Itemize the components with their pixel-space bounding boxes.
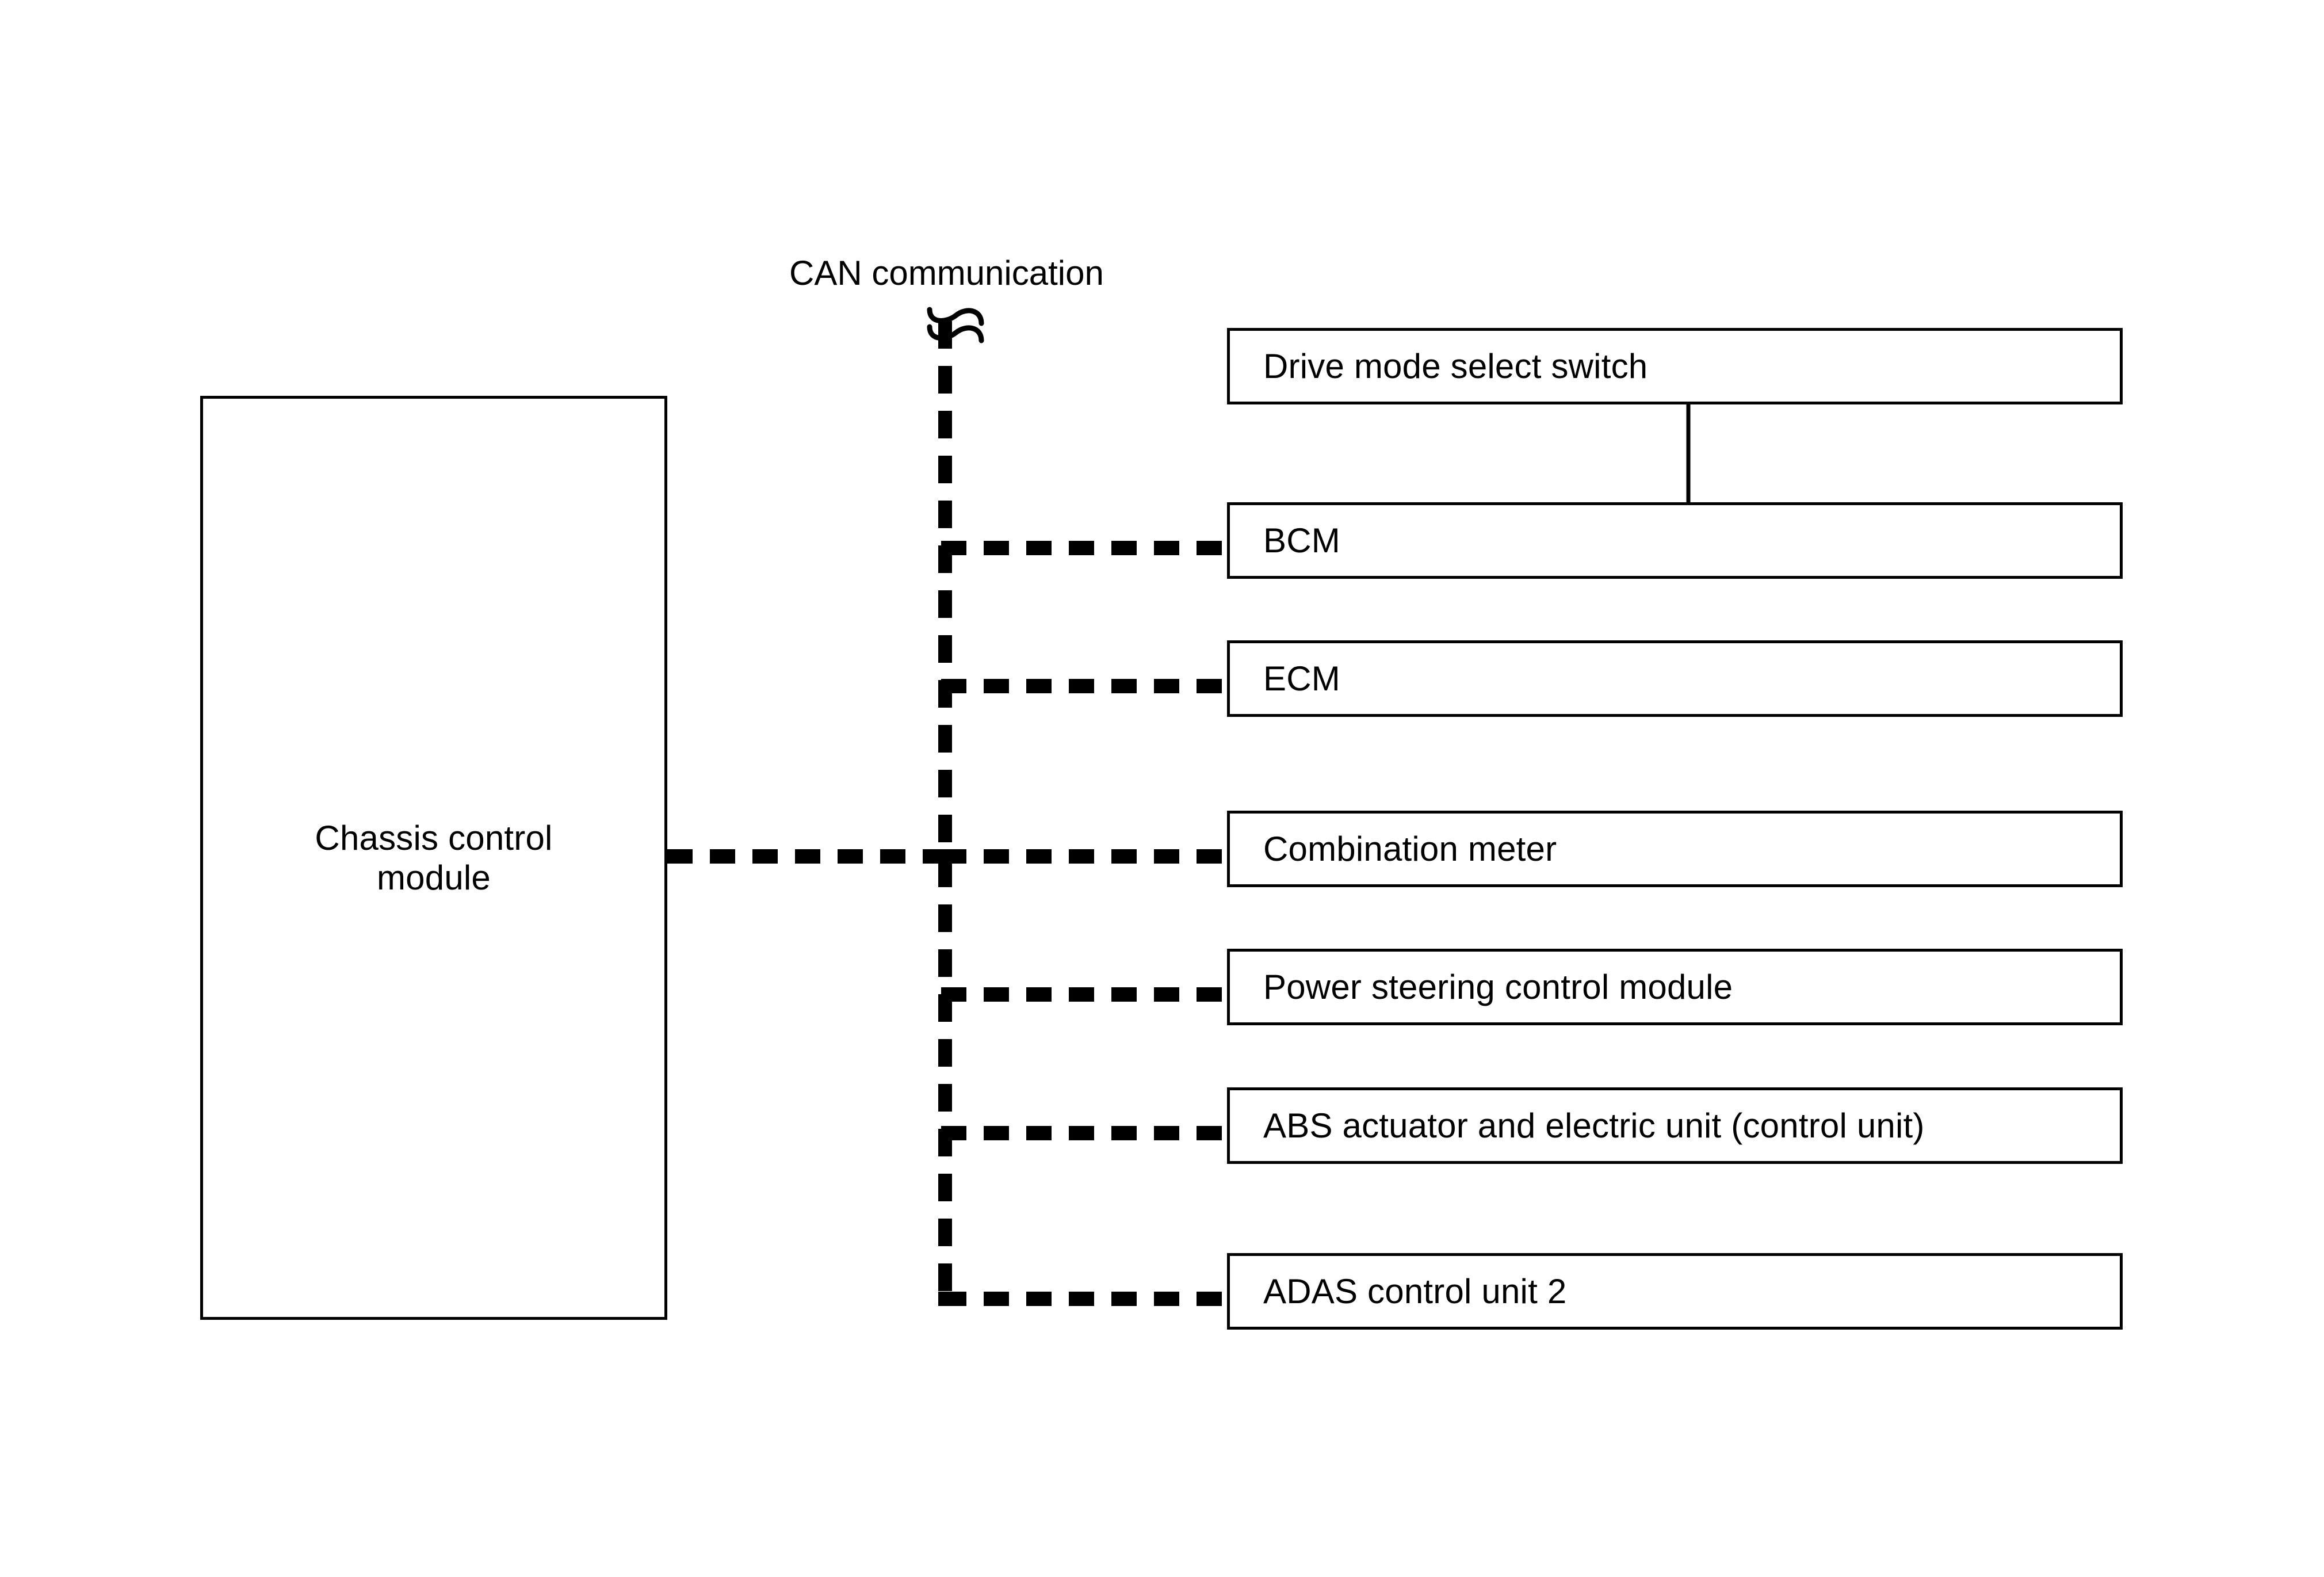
node-label-power-steering-control-module: Power steering control module: [1263, 968, 1733, 1006]
can-bus-branch-power-steering-control-module: [941, 987, 1229, 1002]
can-bus-link-chassis-to-trunk: [667, 849, 945, 864]
can-bus-branch-bcm: [941, 541, 1229, 555]
can-bus-branch-ecm: [941, 679, 1229, 693]
node-label-abs-actuator-and-electric-unit: ABS actuator and electric unit (control …: [1263, 1106, 1925, 1145]
node-drive-mode-select-switch[interactable]: Drive mode select switch: [1227, 328, 2123, 404]
node-label-ecm: ECM: [1263, 659, 1340, 698]
node-bcm[interactable]: BCM: [1227, 502, 2123, 579]
can-bus-branch-adas-control-unit-2: [941, 1292, 1229, 1306]
can-bus-trunk: [938, 321, 952, 1306]
node-label-drive-mode-select-switch: Drive mode select switch: [1263, 347, 1648, 385]
node-chassis-control-module[interactable]: Chassis control module: [200, 396, 667, 1320]
node-label-combination-meter: Combination meter: [1263, 830, 1557, 868]
can-bus-branch-abs-actuator-and-electric-unit: [941, 1126, 1229, 1140]
node-ecm[interactable]: ECM: [1227, 640, 2123, 717]
node-combination-meter[interactable]: Combination meter: [1227, 811, 2123, 887]
node-label-chassis-line1: Chassis control: [315, 819, 553, 857]
node-power-steering-control-module[interactable]: Power steering control module: [1227, 949, 2123, 1025]
can-communication-label: CAN communication: [789, 254, 1104, 292]
node-adas-control-unit-2[interactable]: ADAS control unit 2: [1227, 1253, 2123, 1330]
can-bus-corner-joint: [938, 1292, 952, 1306]
can-bus-branch-combination-meter: [941, 849, 1229, 864]
node-label-bcm: BCM: [1263, 521, 1340, 560]
node-abs-actuator-and-electric-unit[interactable]: ABS actuator and electric unit (control …: [1227, 1087, 2123, 1164]
node-label-chassis-line2: module: [377, 858, 491, 897]
node-label-adas-control-unit-2: ADAS control unit 2: [1263, 1272, 1567, 1311]
bus-break-squiggle-icon: [927, 307, 984, 343]
